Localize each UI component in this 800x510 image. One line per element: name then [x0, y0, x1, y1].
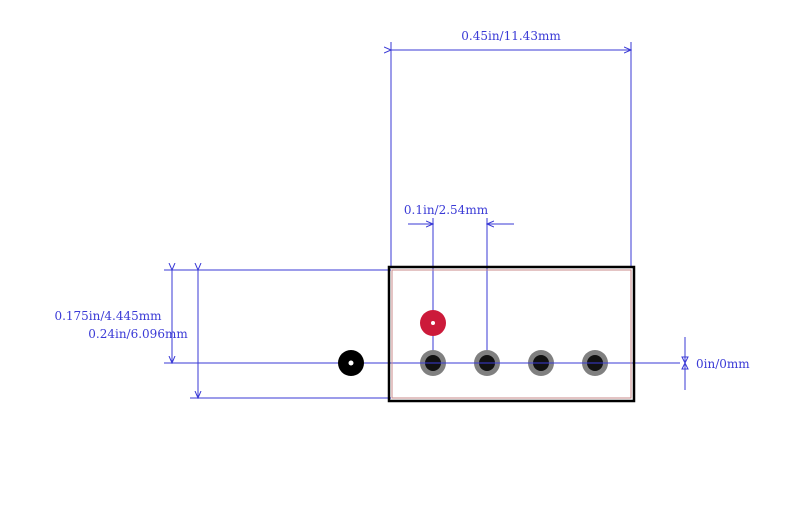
reference-pad	[338, 350, 364, 376]
width-dimension	[391, 42, 631, 268]
height-dimensions	[164, 270, 680, 398]
pitch-label: 0.1in/2.54mm	[404, 203, 489, 217]
pin1-marker	[420, 310, 446, 336]
body-outline	[387, 265, 636, 403]
height-175-label: 0.175in/4.445mm	[54, 309, 162, 323]
courtyard-outline	[391, 269, 632, 399]
zero-arrow-top	[681, 356, 689, 365]
width-label: 0.45in/11.43mm	[461, 29, 561, 43]
height-24-label: 0.24in/6.096mm	[88, 327, 188, 341]
zero-arrow-bottom	[681, 361, 689, 370]
pitch-dimension	[408, 218, 514, 363]
zero-label: 0in/0mm	[696, 357, 750, 371]
zero-dimension	[681, 337, 689, 390]
